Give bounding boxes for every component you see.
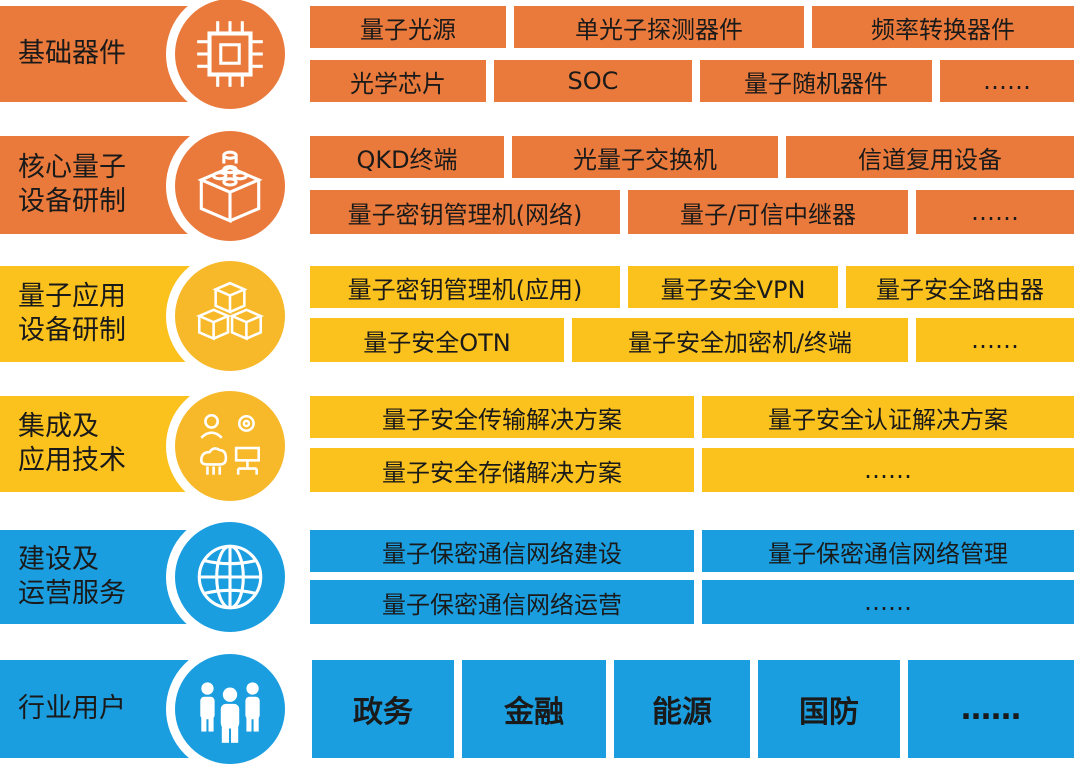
item-cell: QKD终端 bbox=[310, 136, 504, 178]
circle bbox=[166, 382, 294, 510]
item-cell: 量子安全存储解决方案 bbox=[310, 448, 694, 492]
item-cell: 量子安全VPN bbox=[628, 266, 838, 308]
item-cell: 量子/可信中继器 bbox=[628, 190, 908, 234]
cubes-icon bbox=[195, 281, 265, 341]
item-cell: 量子保密通信网络管理 bbox=[702, 530, 1074, 572]
users-icon bbox=[200, 682, 260, 743]
item-cell: 光量子交换机 bbox=[512, 136, 778, 178]
item-cell: 量子保密通信网络运营 bbox=[310, 580, 694, 624]
item-cell: 单光子探测器件 bbox=[514, 6, 804, 48]
item-cell: …… bbox=[702, 448, 1074, 492]
circle bbox=[166, 645, 294, 773]
globe-icon bbox=[197, 544, 263, 610]
item-cell: 量子安全OTN bbox=[310, 318, 564, 362]
item-cell: 信道复用设备 bbox=[786, 136, 1074, 178]
item-cell: …… bbox=[940, 60, 1074, 102]
integration-icon bbox=[200, 413, 260, 475]
item-cell: 量子光源 bbox=[310, 6, 506, 48]
circle bbox=[166, 513, 294, 641]
blocks-icon bbox=[197, 150, 263, 224]
item-cell: …… bbox=[908, 660, 1074, 758]
item-cell: 量子安全加密机/终端 bbox=[572, 318, 908, 362]
item-cell: 频率转换器件 bbox=[812, 6, 1074, 48]
item-cell: …… bbox=[916, 318, 1074, 362]
item-cell: 政务 bbox=[312, 660, 454, 758]
circle bbox=[166, 252, 294, 380]
circle bbox=[166, 122, 294, 250]
item-cell: 量子随机器件 bbox=[700, 60, 932, 102]
chip-icon bbox=[197, 21, 263, 87]
circle bbox=[166, 0, 294, 118]
item-cell: 量子密钥管理机(应用) bbox=[310, 266, 620, 308]
item-cell: SOC bbox=[494, 60, 692, 102]
item-cell: 光学芯片 bbox=[310, 60, 486, 102]
item-cell: 金融 bbox=[462, 660, 606, 758]
item-cell: 量子安全认证解决方案 bbox=[702, 396, 1074, 438]
item-cell: 量子安全传输解决方案 bbox=[310, 396, 694, 438]
item-cell: …… bbox=[916, 190, 1074, 234]
item-cell: 国防 bbox=[758, 660, 900, 758]
item-cell: 量子保密通信网络建设 bbox=[310, 530, 694, 572]
item-cell: 量子密钥管理机(网络) bbox=[310, 190, 620, 234]
item-cell: …… bbox=[702, 580, 1074, 624]
item-cell: 量子安全路由器 bbox=[846, 266, 1074, 308]
item-cell: 能源 bbox=[614, 660, 750, 758]
